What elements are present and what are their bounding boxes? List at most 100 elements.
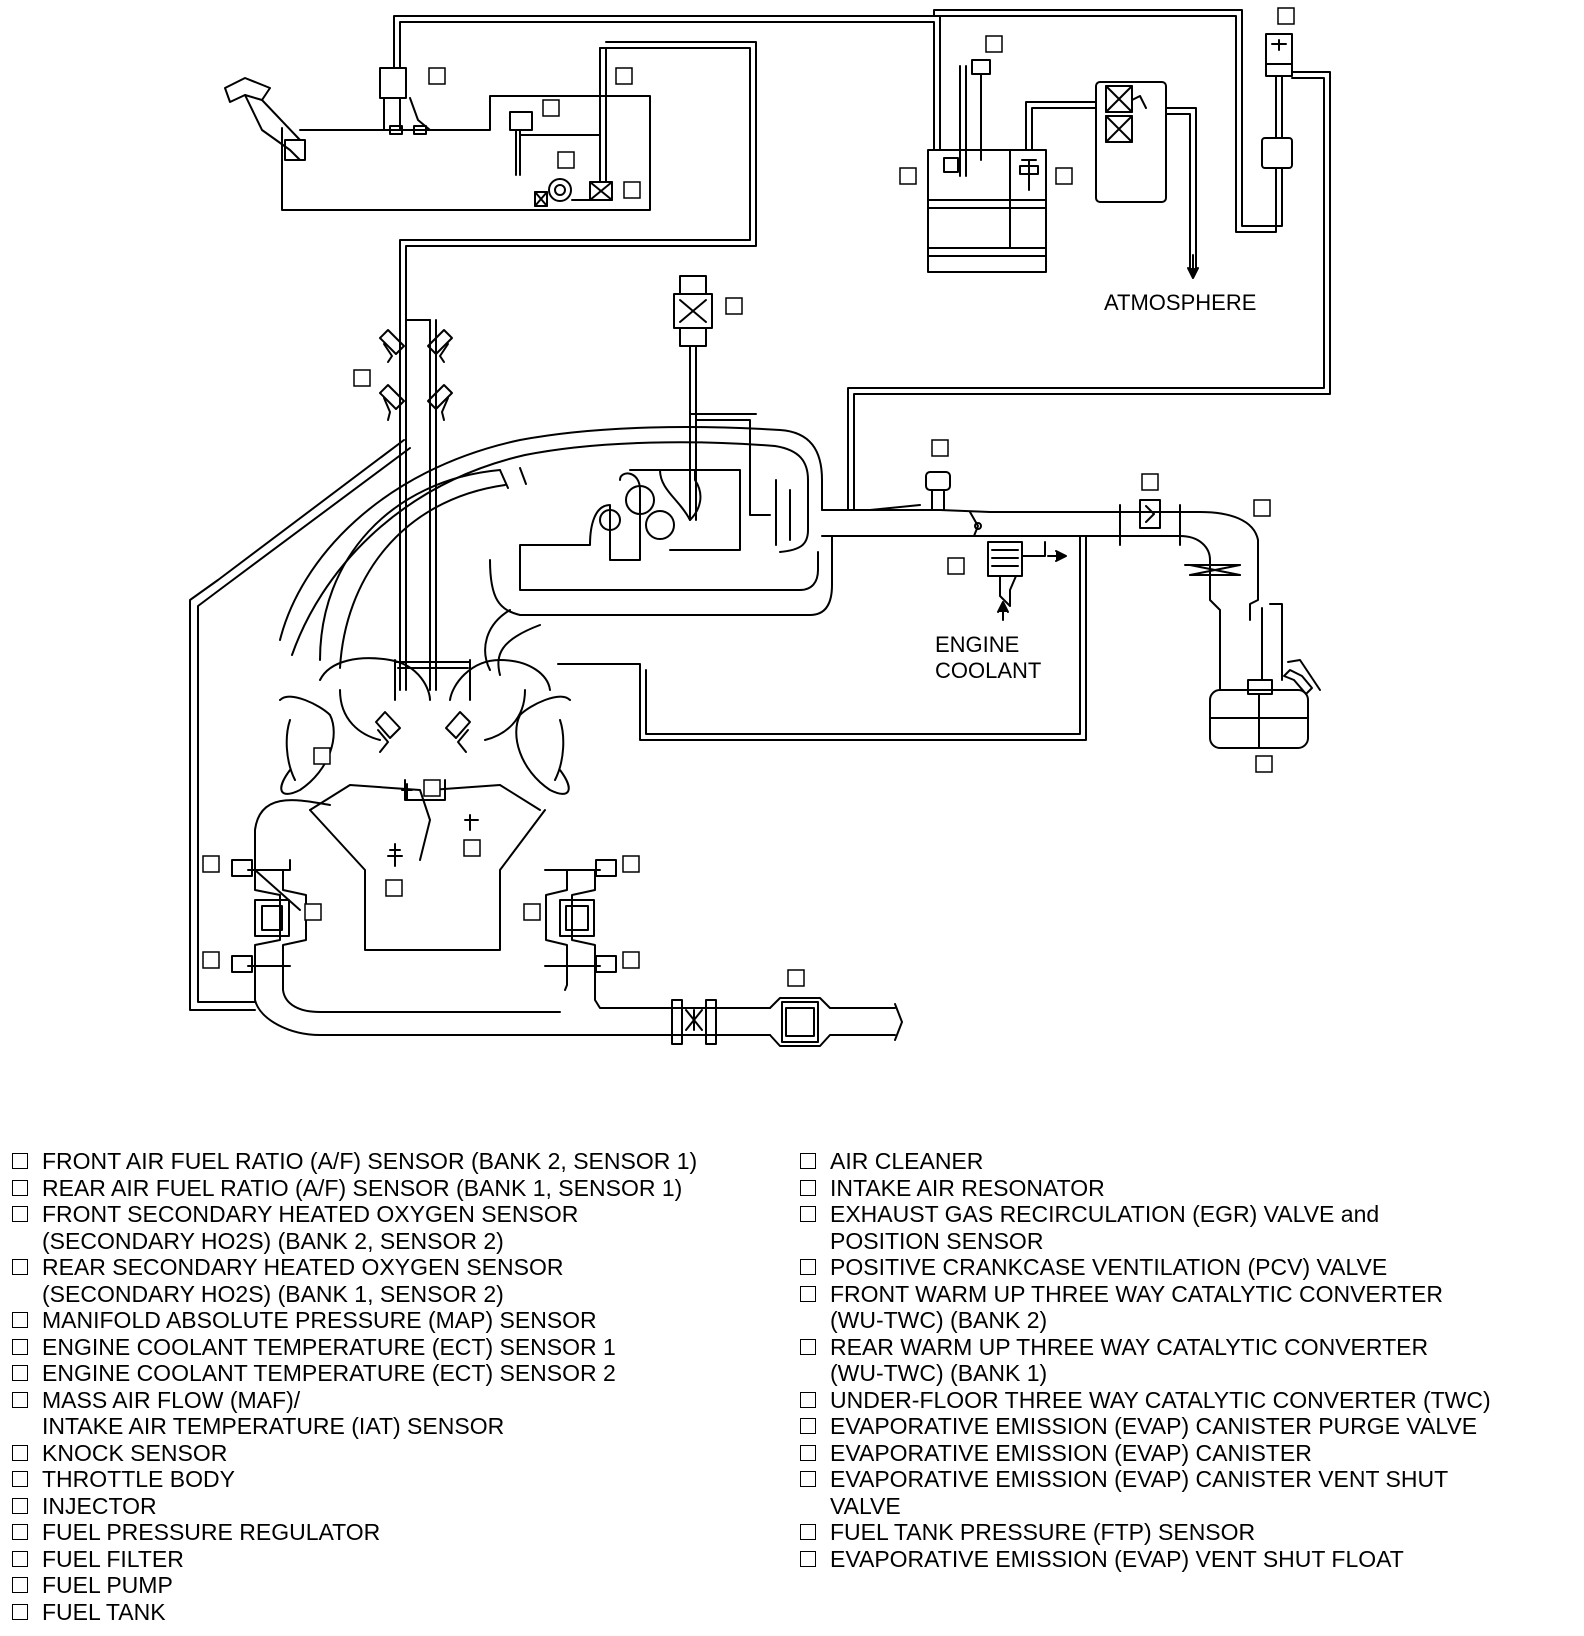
legend-item: FRONT SECONDARY HEATED OXYGEN SENSOR(SEC… bbox=[12, 1201, 802, 1254]
engine-coolant-label-line1: ENGINE bbox=[935, 632, 1019, 657]
legend-item-label: UNDER-FLOOR THREE WAY CATALYTIC CONVERTE… bbox=[830, 1387, 1491, 1414]
legend-item-label: ENGINE COOLANT TEMPERATURE (ECT) SENSOR … bbox=[42, 1360, 616, 1387]
legend-item: MASS AIR FLOW (MAF)/INTAKE AIR TEMPERATU… bbox=[12, 1387, 802, 1440]
legend-item-label: EVAPORATIVE EMISSION (EVAP) CANISTER bbox=[830, 1440, 1312, 1467]
legend-item-label: REAR WARM UP THREE WAY CATALYTIC CONVERT… bbox=[830, 1334, 1428, 1387]
legend-item-label: FRONT WARM UP THREE WAY CATALYTIC CONVER… bbox=[830, 1281, 1443, 1334]
legend-item-line: THROTTLE BODY bbox=[42, 1466, 235, 1492]
legend-checkbox bbox=[800, 1391, 816, 1408]
legend-item: FRONT WARM UP THREE WAY CATALYTIC CONVER… bbox=[800, 1281, 1584, 1334]
legend-checkbox bbox=[800, 1524, 816, 1540]
legend-item-line: EVAPORATIVE EMISSION (EVAP) CANISTER PUR… bbox=[830, 1413, 1478, 1439]
legend-item: FUEL PRESSURE REGULATOR bbox=[12, 1519, 802, 1546]
legend-item-line: REAR AIR FUEL RATIO (A/F) SENSOR (BANK 1… bbox=[42, 1174, 683, 1201]
legend-item-line: MASS AIR FLOW (MAF)/ bbox=[42, 1386, 301, 1413]
legend-item-label: FRONT AIR FUEL RATIO (A/F) SENSOR (BANK … bbox=[42, 1148, 697, 1175]
legend-checkbox bbox=[12, 1471, 28, 1487]
legend-item: FUEL FILTER bbox=[12, 1546, 802, 1573]
legend-item-line: ENGINE COOLANT TEMPERATURE (ECT) SENSOR … bbox=[42, 1360, 616, 1386]
legend-checkbox bbox=[12, 1312, 28, 1328]
legend-item-label: EVAPORATIVE EMISSION (EVAP) VENT SHUT FL… bbox=[830, 1546, 1404, 1573]
throttle-egr bbox=[557, 471, 1321, 749]
purge-valve bbox=[673, 275, 771, 521]
callout-boxes bbox=[202, 7, 1295, 987]
legend-item: INJECTOR bbox=[12, 1493, 802, 1520]
legend-item-line: KNOCK SENSOR bbox=[42, 1439, 228, 1466]
fuel-system bbox=[224, 47, 651, 211]
legend-item-line: UNDER-FLOOR THREE WAY CATALYTIC CONVERTE… bbox=[830, 1386, 1491, 1413]
legend-checkbox bbox=[800, 1418, 816, 1434]
legend-item: UNDER-FLOOR THREE WAY CATALYTIC CONVERTE… bbox=[800, 1387, 1584, 1414]
legend-item: MANIFOLD ABSOLUTE PRESSURE (MAP) SENSOR bbox=[12, 1307, 802, 1334]
intake-manifold bbox=[279, 426, 1041, 753]
legend-checkbox bbox=[12, 1391, 28, 1408]
legend-checkbox bbox=[12, 1153, 28, 1169]
legend-item-line: EXHAUST GAS RECIRCULATION (EGR) VALVE an… bbox=[830, 1201, 1380, 1227]
legend-item-line: EVAPORATIVE EMISSION (EVAP) CANISTER VEN… bbox=[830, 1466, 1449, 1492]
legend-item-label: FUEL FILTER bbox=[42, 1546, 184, 1573]
legend-checkbox bbox=[12, 1497, 28, 1514]
legend-checkbox bbox=[800, 1338, 816, 1355]
legend-item-line: (WU-TWC) (BANK 1) bbox=[830, 1360, 1048, 1386]
legend-item-label: POSITIVE CRANKCASE VENTILATION (PCV) VAL… bbox=[830, 1254, 1387, 1281]
legend-checkbox bbox=[800, 1259, 816, 1275]
legend-item-label: EXHAUST GAS RECIRCULATION (EGR) VALVE an… bbox=[830, 1201, 1379, 1254]
legend-item: REAR WARM UP THREE WAY CATALYTIC CONVERT… bbox=[800, 1334, 1584, 1387]
legend-item-line: FUEL TANK PRESSURE (FTP) SENSOR bbox=[830, 1519, 1256, 1545]
legend-item-line: FRONT SECONDARY HEATED OXYGEN SENSOR bbox=[42, 1201, 579, 1227]
legend-checkbox bbox=[12, 1365, 28, 1381]
legend-checkbox bbox=[12, 1550, 28, 1567]
legend-item-line: FUEL PUMP bbox=[42, 1572, 173, 1598]
legend-item-line: POSITION SENSOR bbox=[830, 1227, 1044, 1254]
legend-item-label: FUEL PRESSURE REGULATOR bbox=[42, 1519, 380, 1546]
legend-item-line: EVAPORATIVE EMISSION (EVAP) CANISTER bbox=[830, 1439, 1312, 1466]
legend-item-line: EVAPORATIVE EMISSION (EVAP) VENT SHUT FL… bbox=[830, 1545, 1404, 1572]
legend-item: ENGINE COOLANT TEMPERATURE (ECT) SENSOR … bbox=[12, 1360, 802, 1387]
legend-checkbox bbox=[12, 1259, 28, 1275]
legend-item: EVAPORATIVE EMISSION (EVAP) CANISTER VEN… bbox=[800, 1466, 1584, 1519]
legend-checkbox bbox=[12, 1179, 28, 1196]
legend-item: AIR CLEANER bbox=[800, 1148, 1584, 1175]
legend-item: KNOCK SENSOR bbox=[12, 1440, 802, 1467]
legend-checkbox bbox=[12, 1603, 28, 1620]
legend-checkbox bbox=[12, 1338, 28, 1355]
legend-item-line: (SECONDARY HO2S) (BANK 2, SENSOR 2) bbox=[42, 1227, 504, 1254]
legend-item-label: MANIFOLD ABSOLUTE PRESSURE (MAP) SENSOR bbox=[42, 1307, 597, 1334]
atmosphere-label: ATMOSPHERE bbox=[1104, 290, 1256, 315]
legend-item: ENGINE COOLANT TEMPERATURE (ECT) SENSOR … bbox=[12, 1334, 802, 1361]
legend-checkbox bbox=[800, 1179, 816, 1196]
legend-checkbox bbox=[12, 1577, 28, 1593]
engine-block bbox=[231, 695, 681, 1036]
emission-system-diagram: ATMOSPHERE ENGINE COOLANT bbox=[189, 7, 1331, 1047]
engine-coolant-label-line2: COOLANT bbox=[935, 658, 1041, 683]
legend-item-label: FUEL PUMP bbox=[42, 1572, 173, 1599]
legend-left-column: FRONT AIR FUEL RATIO (A/F) SENSOR (BANK … bbox=[12, 1148, 802, 1625]
legend-item: EVAPORATIVE EMISSION (EVAP) CANISTER bbox=[800, 1440, 1584, 1467]
exhaust-pipe bbox=[671, 997, 903, 1047]
legend-item-line: FUEL PRESSURE REGULATOR bbox=[42, 1519, 381, 1545]
legend-checkbox bbox=[800, 1550, 816, 1567]
legend-item-line: REAR WARM UP THREE WAY CATALYTIC CONVERT… bbox=[830, 1333, 1429, 1360]
legend-item: EVAPORATIVE EMISSION (EVAP) VENT SHUT FL… bbox=[800, 1546, 1584, 1573]
legend-item: FUEL TANK bbox=[12, 1599, 802, 1626]
evap-area bbox=[847, 9, 1331, 511]
legend-item-label: REAR SECONDARY HEATED OXYGEN SENSOR(SECO… bbox=[42, 1254, 563, 1307]
legend-item-line: INJECTOR bbox=[42, 1492, 157, 1519]
legend-checkbox bbox=[800, 1206, 816, 1222]
legend-item-line: INTAKE AIR RESONATOR bbox=[830, 1174, 1105, 1201]
legend-item-label: EVAPORATIVE EMISSION (EVAP) CANISTER PUR… bbox=[830, 1413, 1477, 1440]
legend-checkbox bbox=[12, 1444, 28, 1461]
legend-item: FUEL PUMP bbox=[12, 1572, 802, 1599]
legend-item-label: REAR AIR FUEL RATIO (A/F) SENSOR (BANK 1… bbox=[42, 1175, 682, 1202]
legend-item: EXHAUST GAS RECIRCULATION (EGR) VALVE an… bbox=[800, 1201, 1584, 1254]
legend-item-label: FRONT SECONDARY HEATED OXYGEN SENSOR(SEC… bbox=[42, 1201, 578, 1254]
legend-item-label: THROTTLE BODY bbox=[42, 1466, 235, 1493]
legend-item: INTAKE AIR RESONATOR bbox=[800, 1175, 1584, 1202]
legend-checkbox bbox=[800, 1153, 816, 1169]
legend-checkbox bbox=[800, 1444, 816, 1461]
legend-item-label: EVAPORATIVE EMISSION (EVAP) CANISTER VEN… bbox=[830, 1466, 1448, 1519]
legend-item: REAR AIR FUEL RATIO (A/F) SENSOR (BANK 1… bbox=[12, 1175, 802, 1202]
legend-item-line: FUEL FILTER bbox=[42, 1545, 184, 1572]
legend-item: THROTTLE BODY bbox=[12, 1466, 802, 1493]
